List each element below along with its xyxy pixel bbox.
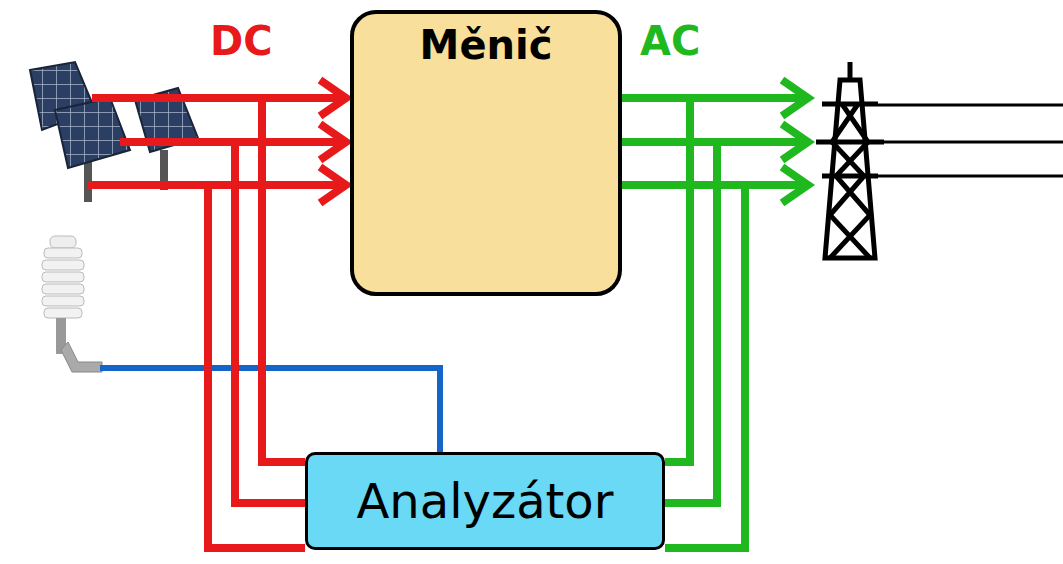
dc-label: DC [210, 18, 273, 64]
box-title: Měnič [420, 22, 553, 68]
power-pylon [816, 62, 1063, 258]
weather-sensor [42, 236, 102, 372]
sensor-wire [100, 368, 440, 452]
ac-label: AC [640, 18, 700, 64]
ac-tap-wire [622, 142, 717, 503]
analyzer-box: Analyzátor [305, 452, 665, 550]
box-title: Analyzátor [357, 473, 614, 529]
ac-tap-wire [622, 98, 690, 462]
inverter-box: Měnič [350, 10, 622, 296]
